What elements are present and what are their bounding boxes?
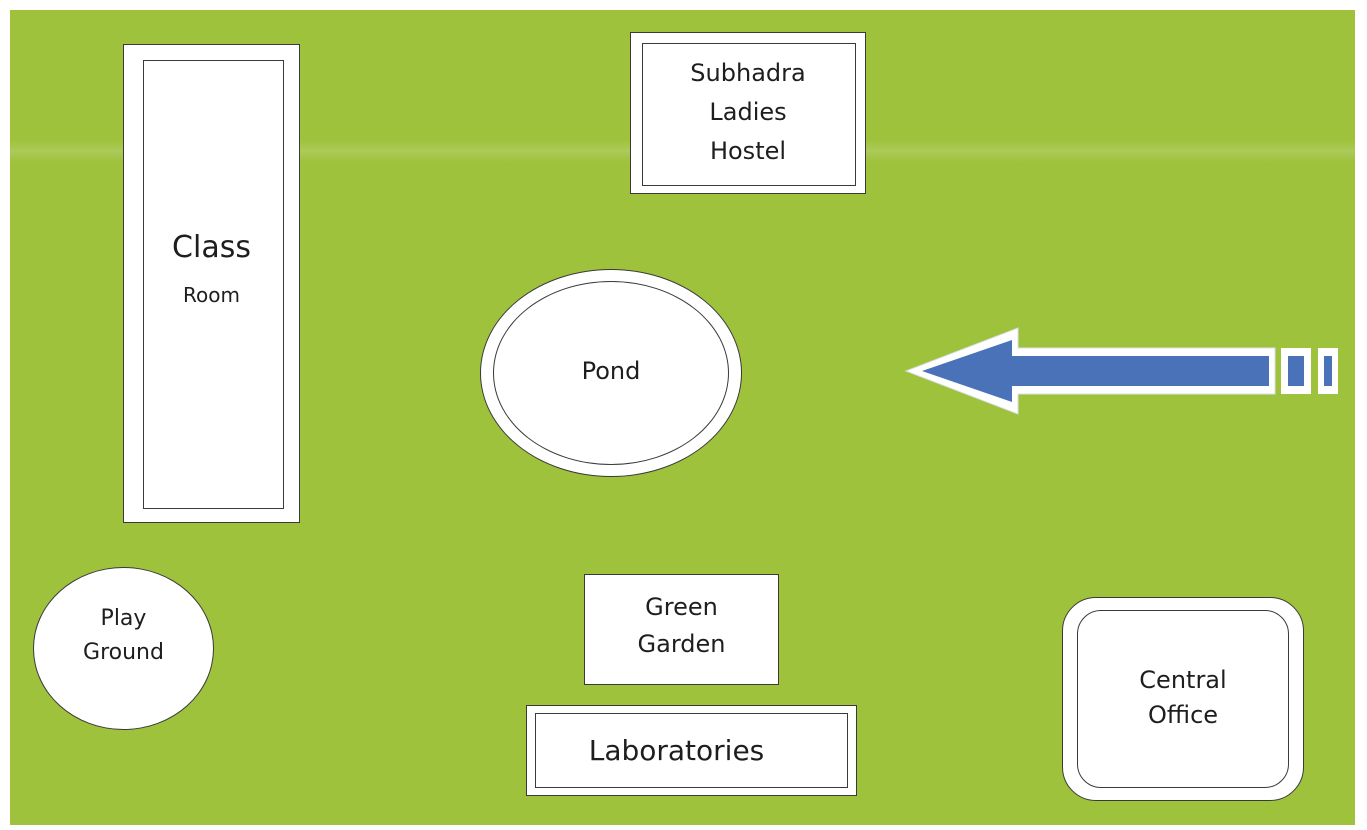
play-ground-label-2: Ground [83, 640, 164, 665]
hostel-label-2: Ladies [709, 98, 787, 126]
green-garden: Green Garden [584, 574, 779, 685]
central-office: Central Office [1062, 597, 1304, 801]
ladies-hostel: Subhadra Ladies Hostel [630, 32, 866, 194]
class-room: Class Room [123, 44, 300, 523]
left-arrow-icon [904, 327, 1338, 415]
laboratories-label: Laboratories [588, 734, 765, 767]
class-room-label-2: Room [183, 283, 240, 307]
central-office-label-2: Office [1147, 701, 1219, 729]
green-garden-label-1: Green [645, 593, 718, 621]
green-garden-label-2: Garden [637, 630, 726, 658]
hostel-label-3: Hostel [709, 137, 787, 165]
pond: Pond [480, 269, 742, 477]
laboratories: Laboratories [526, 705, 857, 796]
play-ground-label-1: Play [100, 606, 147, 631]
play-ground: Play Ground [33, 567, 214, 730]
central-office-label-1: Central [1139, 666, 1227, 694]
pond-label: Pond [581, 357, 641, 385]
class-room-label-1: Class [172, 230, 251, 265]
hostel-label-1: Subhadra [690, 59, 806, 87]
